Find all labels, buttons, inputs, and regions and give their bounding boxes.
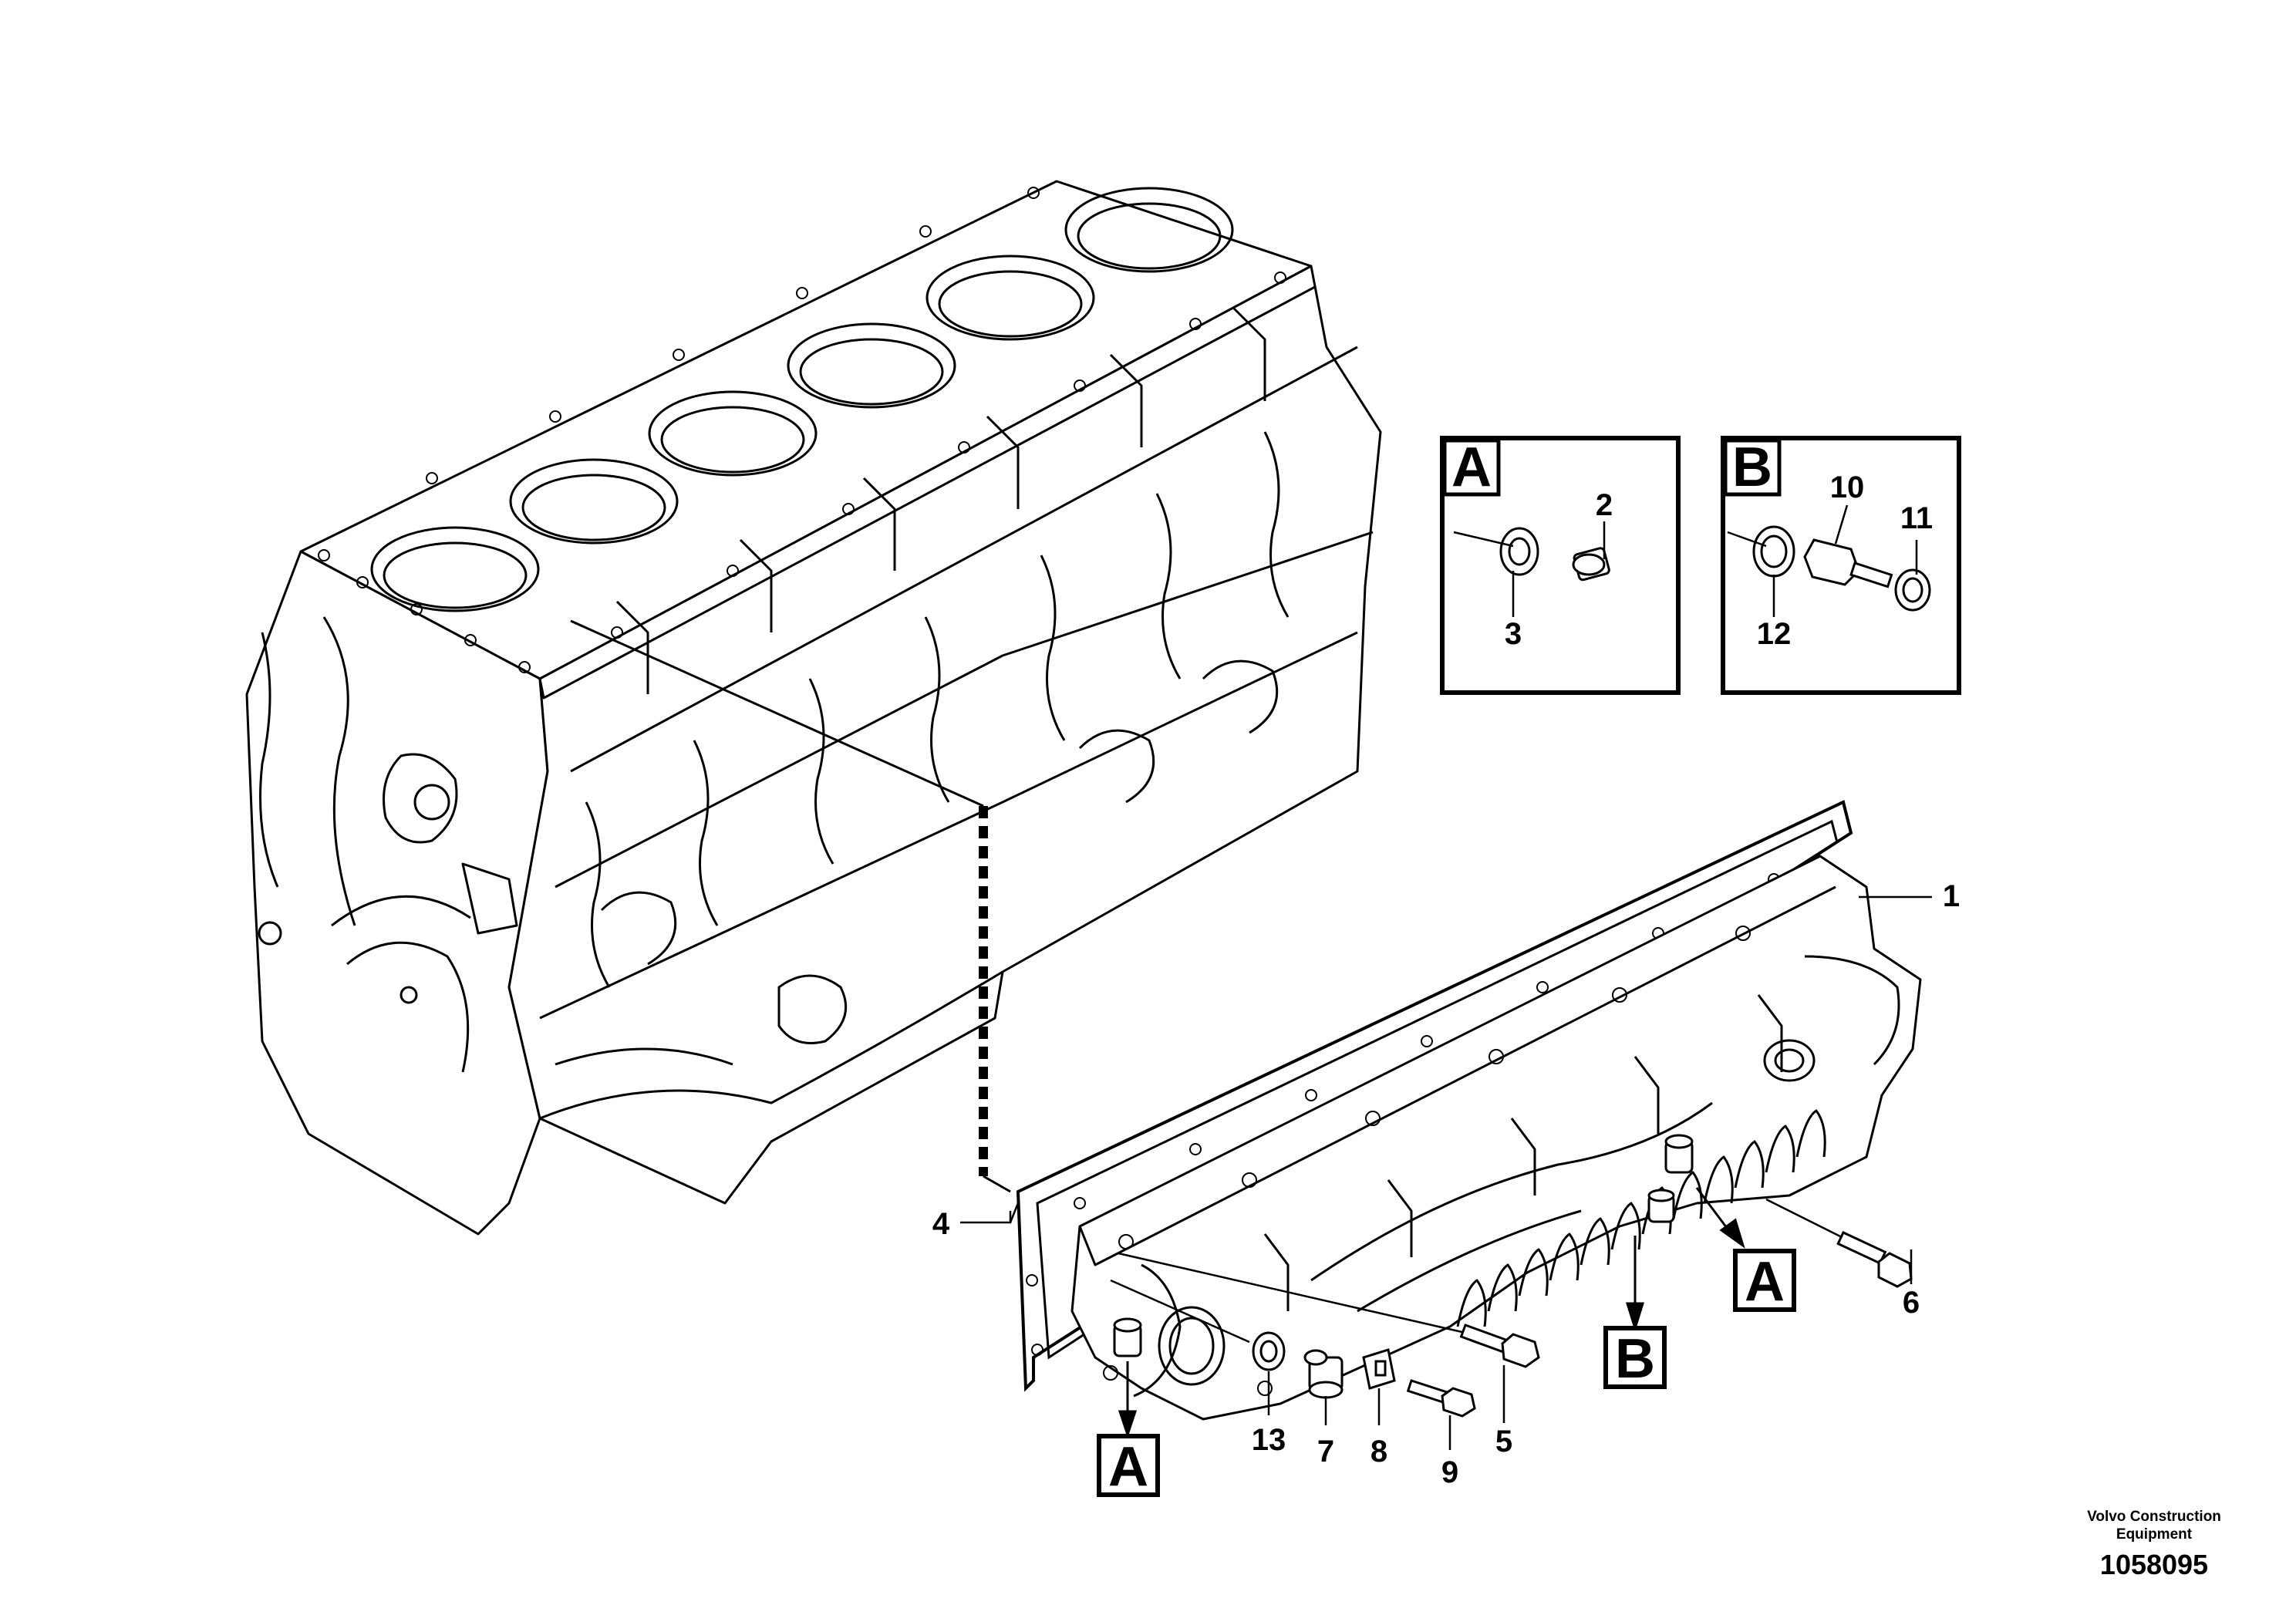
callout-13: 13 [1252,1423,1286,1457]
callout-5: 5 [1495,1425,1512,1458]
detail-box-a [1440,436,1681,695]
housing-plug-upper [1664,1134,1694,1174]
screw-6 [1765,1198,1913,1288]
marker-letter-a-right: A [1745,1251,1785,1313]
screw-5 [1118,1252,1540,1368]
callout-11: 11 [1900,501,1933,535]
credit-line-1: Volvo Construction [2087,1509,2221,1525]
marker-box-a-right [1733,1249,1796,1312]
callout-10: 10 [1830,470,1865,504]
detail-box-a-letter: A [1451,437,1492,498]
publisher-credit: Volvo Construction Equipment 1058095 [2054,1508,2254,1582]
marker-letter-a-left: A [1108,1436,1148,1498]
callout-8: 8 [1371,1435,1387,1469]
detail-box-b-letter: B [1732,437,1772,498]
callout-12: 12 [1757,617,1792,651]
marker-arrows [1118,1187,1745,1438]
engine-block [245,180,1382,1236]
credit-line-2: Equipment [2116,1526,2193,1543]
callout-3: 3 [1505,617,1522,651]
housing-sensor-port [1647,1189,1675,1223]
callout-2: 2 [1596,488,1613,522]
plug-7 [1303,1349,1344,1399]
clamp-8 [1362,1348,1396,1390]
marker-letter-b-center: B [1615,1328,1655,1390]
callout-9: 9 [1441,1455,1458,1489]
detail-box-b [1721,436,1961,695]
washer-13 [1110,1279,1286,1371]
callout-leaders [960,895,1932,1450]
screw-9 [1406,1379,1476,1418]
marker-box-b-center [1603,1326,1667,1389]
callout-1: 1 [1943,879,1960,913]
callout-7: 7 [1317,1435,1334,1469]
oil-cooler-housing [1070,855,1922,1421]
marker-box-a-left [1097,1434,1160,1497]
diagram-number: 1058095 [2099,1549,2209,1580]
callout-4: 4 [932,1207,950,1241]
housing-plug-lower [1113,1317,1142,1357]
cylinder-bores [370,187,1234,612]
callout-6: 6 [1903,1286,1920,1320]
assembly-lines [570,619,1011,1193]
